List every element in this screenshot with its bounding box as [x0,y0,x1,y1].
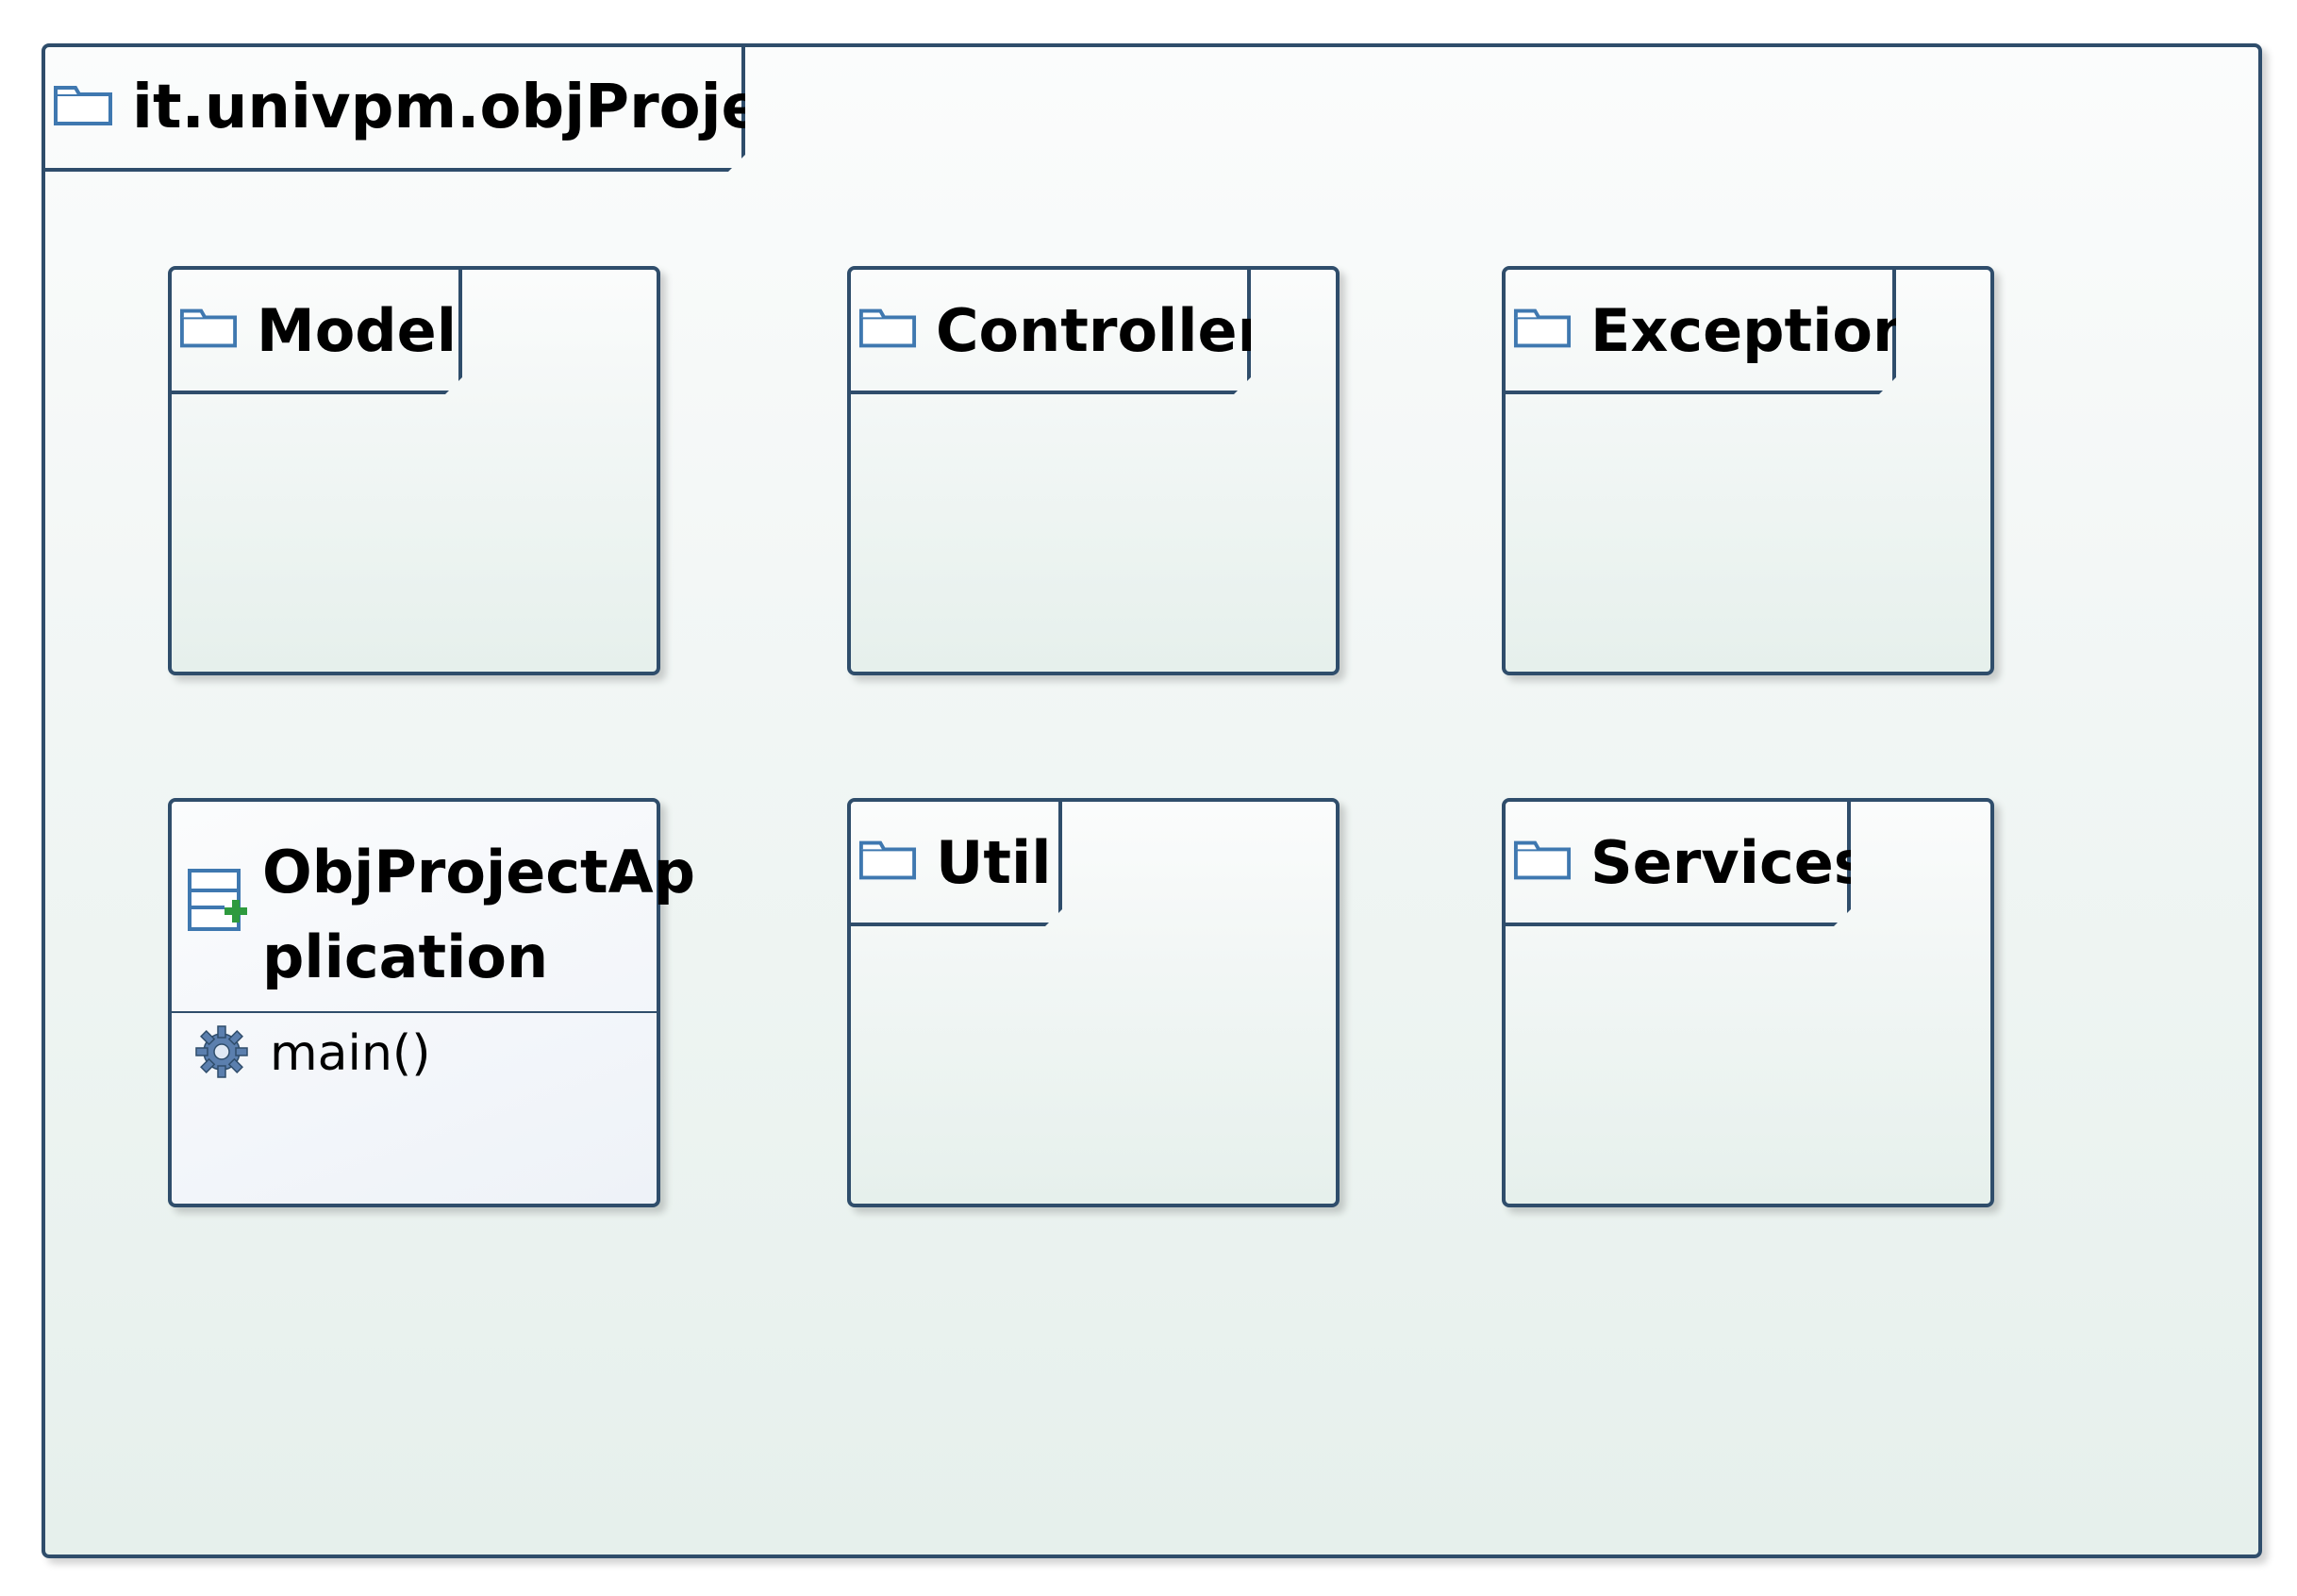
operation-row[interactable]: main() [194,1024,431,1083]
gear-icon [194,1024,249,1083]
package-util[interactable]: Util [847,798,1340,1207]
folder-icon [1513,840,1572,885]
package-name: Exception [1590,295,1915,365]
folder-icon [179,308,238,353]
class-add-icon [187,868,249,939]
class-name: ObjProjectAp plication [262,830,695,1000]
package-services-tab: Services [1506,802,1851,926]
package-services[interactable]: Services [1502,798,1994,1207]
class-name-line1: ObjProjectAp [262,838,696,906]
package-name: Util [936,827,1052,897]
operation-name: main() [270,1025,431,1082]
package-model[interactable]: Model [168,266,660,675]
package-name: Services [1590,827,1869,897]
root-package-name: it.univpm.objProject [132,73,827,142]
class-objprojectapplication[interactable]: ObjProjectAp plication main() [168,798,695,1207]
package-controller-tab: Controller [851,270,1251,394]
folder-icon [858,840,917,885]
package-util-tab: Util [851,802,1062,926]
folder-icon [1513,308,1572,353]
package-exception[interactable]: Exception [1502,266,1994,675]
folder-icon [858,308,917,353]
package-model-tab: Model [172,270,462,394]
package-exception-tab: Exception [1506,270,1896,394]
folder-icon [53,85,113,130]
class-name-line2: plication [262,923,549,991]
package-name: Controller [936,295,1267,365]
root-package-tab: it.univpm.objProject [45,47,745,172]
package-name: Model [257,295,457,365]
class-header: ObjProjectAp plication [172,802,695,1013]
package-controller[interactable]: Controller [847,266,1340,675]
